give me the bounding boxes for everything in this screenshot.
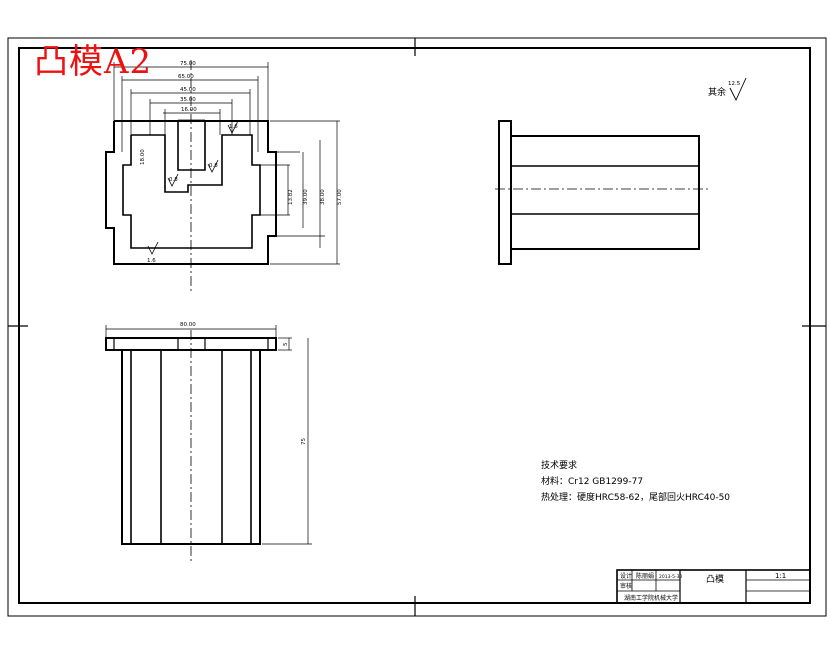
dim-label-d5: 16.00 — [181, 107, 197, 113]
dim-label-v4: 57.00 — [337, 189, 343, 205]
roughness-symbols — [147, 120, 239, 255]
outer-border — [7, 37, 827, 617]
side-view-flange — [498, 120, 512, 265]
checker-label: 审核 — [620, 582, 632, 590]
roughness-labels: 1.6 0.8 1.6 0.8 — [147, 124, 238, 264]
front-view — [105, 330, 277, 562]
dim-label-d3: 45.00 — [180, 87, 196, 93]
roughness-b: 0.8 — [169, 177, 178, 183]
top-view-dim-labels: 75.00 65.00 45.00 35.00 16.00 18.00 — [140, 61, 197, 165]
dim-label-d2: 65.00 — [178, 74, 194, 80]
school-name: 湖南工学院机械大学 — [624, 594, 678, 602]
top-view-slot — [177, 121, 206, 171]
title-block-text: 设计 陈丽娟 2013-5-30 审核 湖南工学院机械大学 凸模 1:1 — [620, 572, 786, 602]
designer-name: 陈丽娟 — [636, 572, 654, 580]
dim-label-d1: 75.00 — [180, 61, 196, 67]
roughness-d: 0.8 — [209, 163, 218, 169]
dim-label-d4: 35.00 — [180, 97, 196, 103]
dim-label-v1: 13.82 — [288, 189, 294, 205]
inner-frame — [18, 47, 811, 604]
dim-label-bottom-height: 75 — [301, 438, 307, 445]
front-view-dim-labels: 80.00 5 75 — [180, 322, 307, 445]
dim-label-bottom-flange: 5 — [283, 342, 289, 346]
top-view-outline — [105, 120, 277, 265]
roughness-remainder-value: 12.5 — [728, 81, 741, 87]
side-view — [495, 120, 710, 265]
dim-label-d6: 18.00 — [140, 149, 146, 165]
roughness-a: 1.6 — [229, 124, 238, 130]
technical-requirements: 技术要求 材料：Cr12 GB1299-77 热处理：硬度HRC58-62，尾部… — [541, 458, 730, 506]
tech-requirements-heat-treatment: 热处理：硬度HRC58-62，尾部回火HRC40-50 — [541, 493, 731, 503]
top-view — [105, 60, 277, 292]
side-view-body — [511, 135, 700, 250]
part-title-overlay: 凸模A2 — [34, 42, 153, 82]
top-view-vertical-dims — [260, 120, 340, 265]
dim-label-v2: 39.00 — [303, 189, 309, 205]
dim-label-bottom-top: 80.00 — [180, 322, 196, 328]
roughness-c: 1.6 — [147, 258, 156, 264]
drawing-scale: 1:1 — [775, 572, 786, 580]
top-view-dimensions — [113, 62, 269, 152]
part-name: 凸模 — [706, 574, 724, 585]
roughness-remainder-label: 其余 — [708, 86, 726, 98]
centering-marks — [8, 38, 826, 616]
roughness-remainder: 其余 12.5 — [708, 77, 747, 102]
title-block — [616, 569, 811, 604]
top-view-vertical-dim-labels: 13.82 39.00 38.00 57.00 — [288, 189, 343, 205]
front-view-dimensions — [105, 325, 312, 545]
tech-requirements-material: 材料：Cr12 GB1299-77 — [541, 477, 644, 487]
dim-label-v3: 38.00 — [320, 189, 326, 205]
tech-requirements-heading: 技术要求 — [541, 461, 578, 471]
drawing-date: 2013-5-30 — [659, 574, 682, 580]
designer-label: 设计 — [620, 572, 632, 580]
